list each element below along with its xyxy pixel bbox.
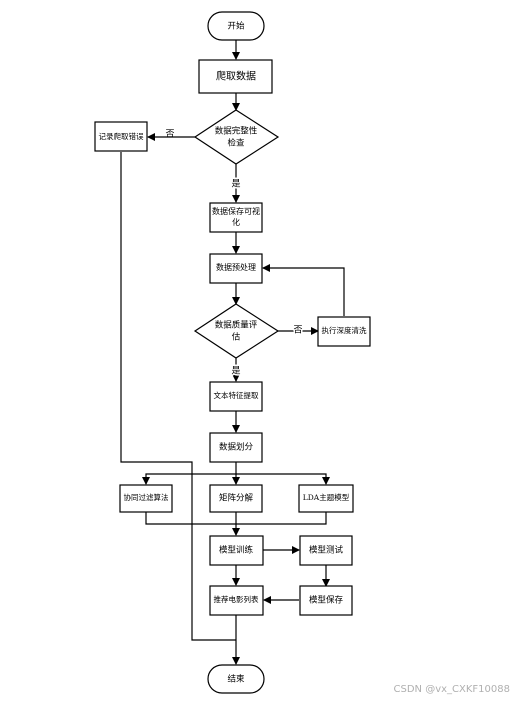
test-label: 模型测试	[309, 545, 344, 556]
log-error-box	[94, 121, 148, 152]
train-label: 模型训练	[219, 545, 254, 556]
check-decision	[193, 109, 280, 165]
save-model-label: 模型保存	[309, 595, 344, 606]
deep-clean-label: 执行深度清洗	[322, 325, 367, 335]
edge-clean-preprocess	[262, 264, 345, 316]
edge-label-yes-2: 是	[231, 366, 240, 377]
edge-label-no-2: 否	[293, 325, 302, 336]
log-error-label: 记录爬取错误	[99, 131, 144, 141]
lda-label: LDA主题模型	[303, 492, 350, 502]
save-vis-label-2: 化	[232, 217, 240, 227]
edge-label-no-1: 否	[165, 129, 174, 140]
watermark: CSDN @vx_CXKF10088	[393, 684, 510, 695]
check-label-1: 数据完整性	[215, 126, 258, 137]
edge-lda-merge	[236, 512, 327, 525]
lda-box	[298, 484, 354, 513]
edge-label-yes-1: 是	[231, 179, 240, 190]
edge-log-end	[120, 152, 236, 641]
edge-split-lda	[236, 473, 330, 485]
quality-label-1: 数据质量评	[215, 320, 258, 331]
save-model-box	[299, 585, 353, 616]
split-label: 数据划分	[219, 442, 254, 453]
recommend-label: 推荐电影列表	[214, 594, 259, 604]
cf-label: 协同过滤算法	[124, 492, 169, 502]
recommend-box	[209, 585, 264, 616]
split-box	[209, 432, 263, 463]
preprocess-label: 数据预处理	[216, 262, 256, 272]
quality-decision	[193, 303, 280, 359]
feature-label: 文本特征提取	[214, 390, 259, 400]
end-label: 结束	[227, 674, 245, 685]
save-vis-label-1: 数据保存可视	[212, 206, 260, 216]
preprocess-box	[209, 253, 263, 284]
deep-clean-box	[317, 316, 371, 347]
feature-box	[209, 381, 263, 412]
mf-box	[209, 484, 263, 513]
save-vis-box	[209, 202, 263, 233]
start-terminal	[207, 11, 265, 41]
test-box	[299, 535, 353, 566]
quality-label-2: 估	[232, 332, 241, 343]
mf-label: 矩阵分解	[219, 493, 254, 504]
crawl-label: 爬取数据	[216, 70, 256, 83]
train-box	[209, 535, 264, 566]
edge-split-branches	[142, 462, 237, 485]
edge-cf-merge	[145, 512, 236, 525]
start-label: 开始	[227, 21, 245, 32]
check-label-2: 检查	[227, 138, 245, 149]
crawl-box	[198, 59, 273, 94]
cf-box	[119, 484, 173, 513]
end-terminal	[207, 664, 265, 694]
